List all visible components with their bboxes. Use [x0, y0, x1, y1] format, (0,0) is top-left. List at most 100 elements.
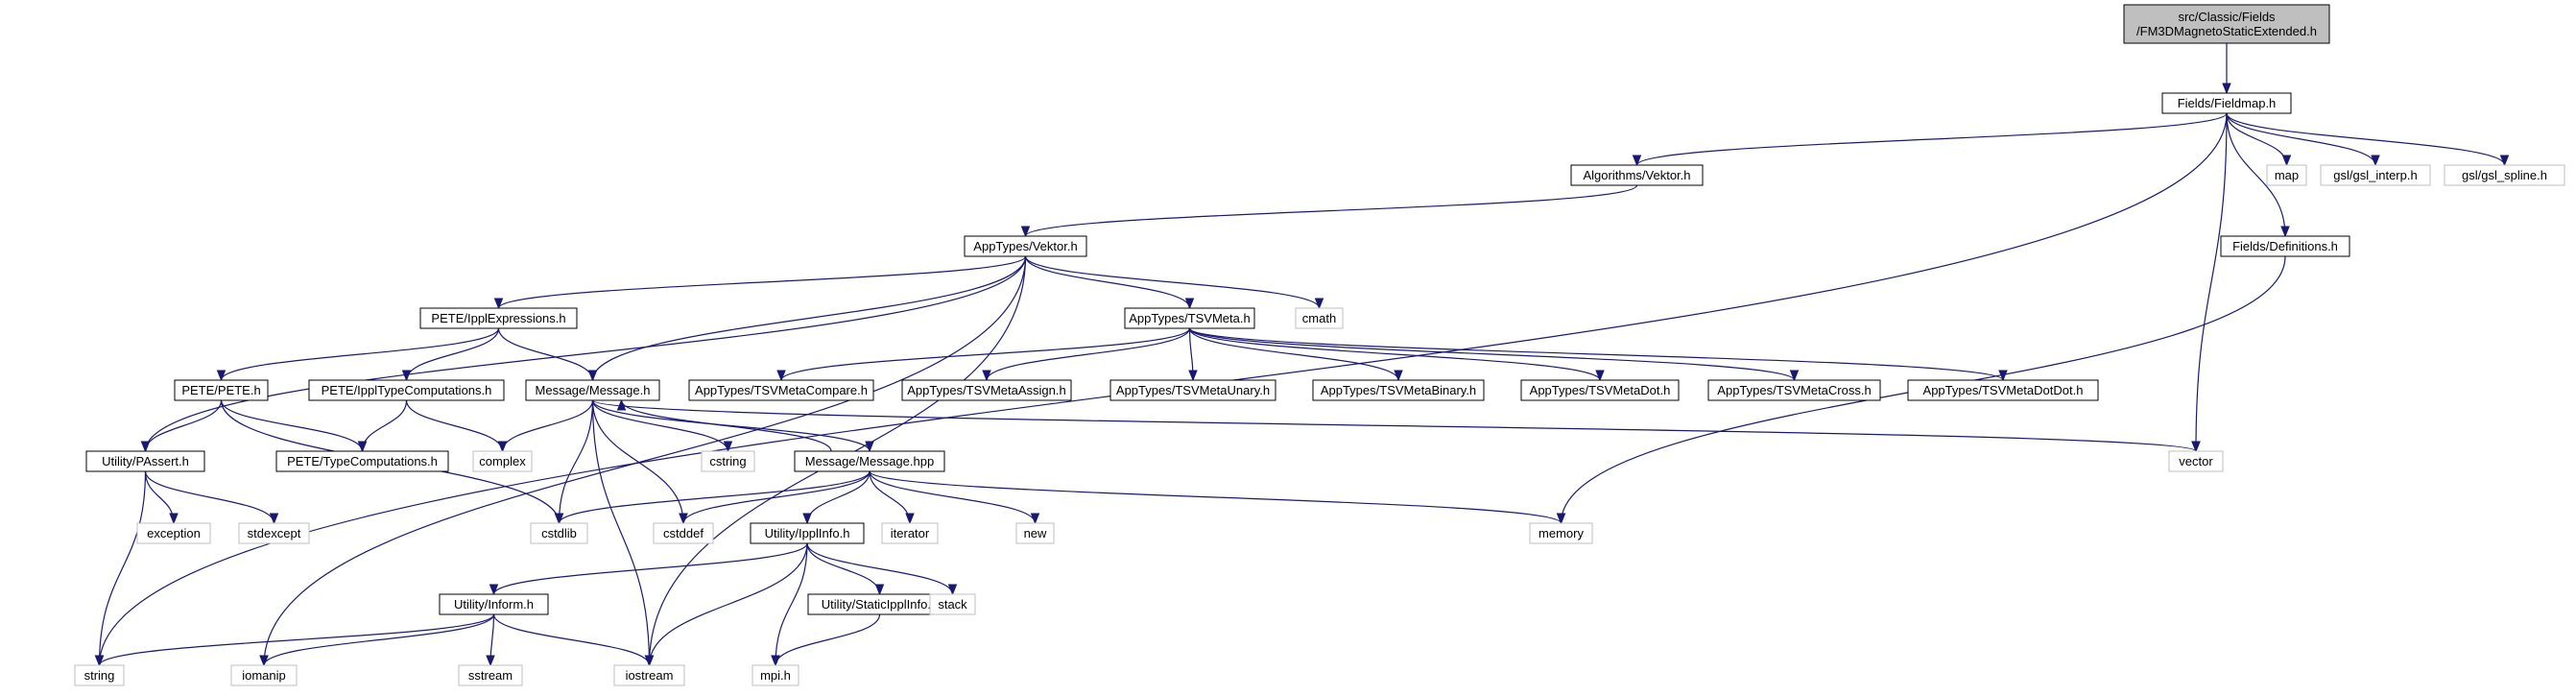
node-label: Algorithms/Vektor.h — [1584, 168, 1691, 182]
node-fieldmap[interactable]: Fields/Fieldmap.h — [2161, 92, 2292, 114]
edge-message_h-to-vector — [591, 399, 2197, 452]
edges-layer — [94, 43, 2510, 667]
node-vektor-alg[interactable]: Algorithms/Vektor.h — [1570, 164, 1704, 186]
edge-message_hpp-to-message_h — [620, 399, 832, 452]
node-box — [525, 379, 660, 401]
node-mpi: mpi.h — [751, 664, 799, 686]
arrowhead-message_h-to-complex — [497, 441, 508, 453]
node-box — [2161, 92, 2292, 114]
arrowhead-inform-to-iostream — [644, 655, 655, 667]
node-definitions[interactable]: Fields/Definitions.h — [2220, 235, 2350, 257]
node-iostream: iostream — [613, 664, 685, 686]
node-memory: memory — [1529, 522, 1593, 544]
node-vektor-app[interactable]: AppTypes/Vektor.h — [964, 235, 1087, 257]
edge-message_h-to-cstddef — [591, 399, 684, 524]
arrowhead-tsvmeta-to-tsv_unary — [1188, 370, 1198, 382]
node-label: AppTypes/TSVMetaBinary.h — [1321, 383, 1476, 397]
node-label: complex — [479, 454, 526, 468]
arrowhead-ippl_info-to-static_ippl — [874, 584, 885, 596]
node-box — [750, 522, 865, 544]
nodes-layer: src/Classic/Fields/FM3DMagnetoStaticExte… — [74, 4, 2565, 686]
node-box — [136, 522, 211, 544]
node-box — [472, 450, 533, 472]
arrowhead-message_hpp-to-new — [1030, 513, 1040, 525]
arrowhead-ippl_info-to-stack — [947, 584, 958, 596]
arrowhead-static_ippl-to-mpi — [771, 655, 780, 667]
node-label: exception — [147, 526, 201, 540]
node-label: iostream — [626, 668, 674, 683]
node-tsv-dotdot[interactable]: AppTypes/TSVMetaDotDot.h — [1907, 379, 2099, 401]
arrowhead-ippl_typecomp-to-type_comp — [357, 441, 368, 453]
node-box — [1015, 522, 1055, 544]
arrowhead-message_hpp-to-cstddef — [679, 513, 688, 525]
node-box — [419, 307, 578, 329]
arrowhead-fieldmap-to-gsl_interp — [2371, 155, 2380, 167]
edge-tsvmeta-to-tsv_assign — [986, 327, 1191, 381]
node-ippl-typecomp[interactable]: PETE/IpplTypeComputations.h — [308, 379, 505, 401]
edge-vektor_app-to-tsvmeta — [1024, 255, 1191, 309]
node-tsv-dot[interactable]: AppTypes/TSVMetaDot.h — [1520, 379, 1680, 401]
node-tsv-unary[interactable]: AppTypes/TSVMetaUnary.h — [1109, 379, 1276, 401]
node-label: stdexcept — [248, 526, 301, 540]
arrowhead-fieldmap-to-definitions — [2280, 226, 2290, 238]
node-box — [881, 522, 939, 544]
node-box — [238, 522, 310, 544]
arrowhead-message_hpp-to-ippl_info — [802, 513, 812, 525]
node-tsv-cross[interactable]: AppTypes/TSVMetaCross.h — [1707, 379, 1881, 401]
arrowhead-message_hpp-to-iterator — [905, 513, 915, 525]
node-box — [530, 522, 588, 544]
node-label: AppTypes/TSVMetaUnary.h — [1116, 383, 1270, 397]
node-label: AppTypes/TSVMetaDot.h — [1530, 383, 1671, 397]
node-iterator: iterator — [881, 522, 939, 544]
edge-message_hpp-to-new — [869, 470, 1037, 524]
node-label: new — [1024, 526, 1047, 540]
node-label: Utility/Inform.h — [454, 597, 534, 612]
node-box — [1295, 307, 1344, 329]
node-message-h[interactable]: Message/Message.h — [525, 379, 660, 401]
arrowhead-ippl_expr-to-pete — [216, 370, 227, 382]
edge-message_hpp-to-memory — [869, 470, 1562, 524]
edge-vektor_app-to-iomanip — [263, 255, 1027, 666]
arrowhead-fieldmap-to-vektor_alg — [1632, 155, 1642, 167]
node-label: Fields/Definitions.h — [2232, 239, 2338, 253]
node-static-ippl[interactable]: Utility/StaticIpplInfo.h — [807, 593, 952, 615]
node-box — [964, 235, 1087, 257]
arrowhead-passert-to-stdexcept — [269, 513, 279, 525]
node-pete[interactable]: PETE/PETE.h — [174, 379, 269, 401]
node-ippl-expr[interactable]: PETE/IpplExpressions.h — [419, 307, 578, 329]
node-box — [230, 664, 298, 686]
edge-fieldmap-to-vektor_alg — [1635, 112, 2228, 166]
node-box — [1109, 379, 1276, 401]
node-cstddef: cstddef — [653, 522, 714, 544]
node-root[interactable]: src/Classic/Fields/FM3DMagnetoStaticExte… — [2123, 4, 2330, 44]
edge-tsvmeta-to-tsv_binary — [1188, 327, 1399, 381]
edge-fieldmap-to-vector — [2195, 112, 2228, 452]
node-label: iomanip — [242, 668, 286, 683]
node-tsvmeta[interactable]: AppTypes/TSVMeta.h — [1124, 307, 1255, 329]
arrowhead-tsvmeta-to-tsv_dot — [1595, 370, 1605, 382]
node-box — [2123, 4, 2330, 44]
node-label: gsl/gsl_spline.h — [2462, 168, 2547, 182]
arrowhead-pete-to-passert — [140, 441, 151, 453]
node-tsv-assign[interactable]: AppTypes/TSVMetaAssign.h — [901, 379, 1072, 401]
node-label: PETE/IpplExpressions.h — [431, 311, 565, 325]
node-inform[interactable]: Utility/Inform.h — [439, 593, 549, 615]
node-box — [688, 379, 874, 401]
node-tsv-compare[interactable]: AppTypes/TSVMetaCompare.h — [688, 379, 874, 401]
arrowhead-inform-to-sstream — [486, 655, 495, 667]
edge-message_hpp-to-ippl_info — [806, 470, 871, 524]
node-ippl-info[interactable]: Utility/IpplInfo.h — [750, 522, 865, 544]
node-label: cstring — [709, 454, 746, 468]
arrowhead-tsvmeta-to-tsv_assign — [982, 370, 991, 382]
node-message-hpp[interactable]: Message/Message.hpp — [794, 450, 945, 472]
node-box — [1529, 522, 1593, 544]
edge-tsvmeta-to-tsv_dot — [1188, 327, 1601, 381]
edge-ippl_info-to-inform — [492, 542, 808, 595]
node-passert[interactable]: Utility/PAssert.h — [85, 450, 205, 472]
node-label: src/Classic/Fields — [2178, 10, 2276, 24]
node-type-comp[interactable]: PETE/TypeComputations.h — [275, 450, 449, 472]
node-string: string — [74, 664, 125, 686]
node-tsv-binary[interactable]: AppTypes/TSVMetaBinary.h — [1312, 379, 1485, 401]
edge-inform-to-string — [98, 613, 495, 666]
